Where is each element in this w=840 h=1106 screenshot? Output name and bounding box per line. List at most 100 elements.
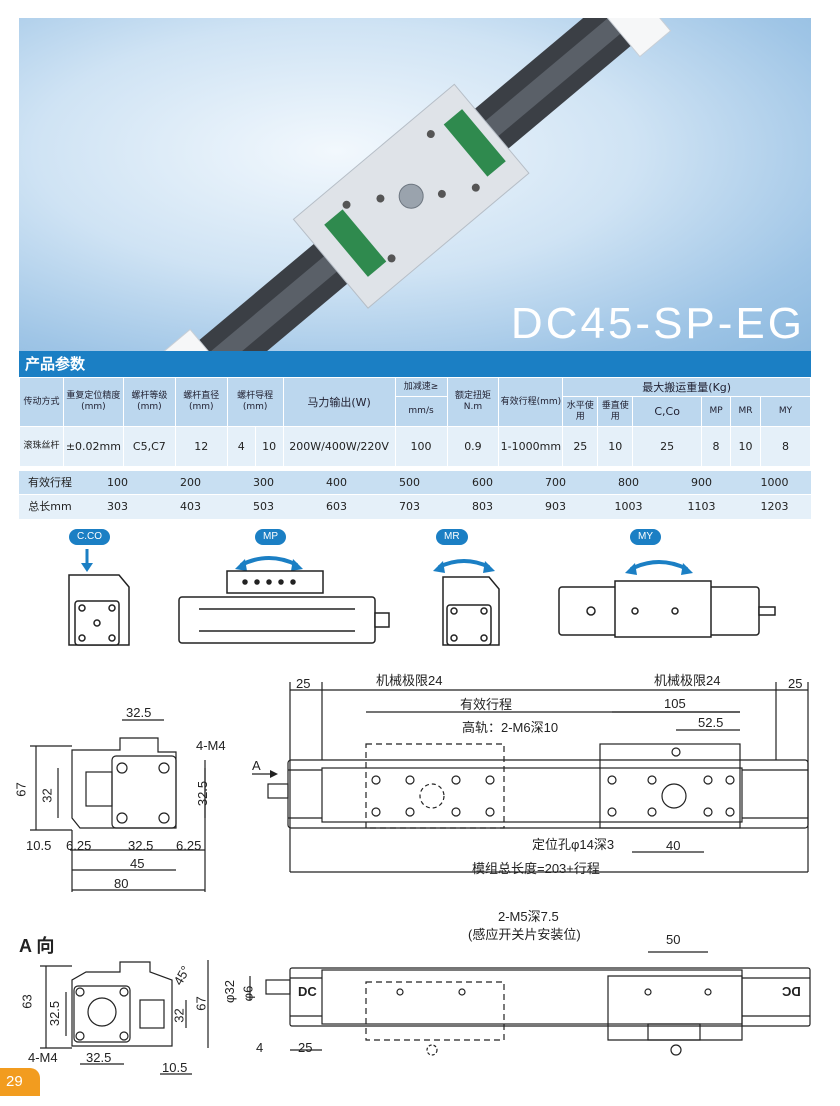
cell-cco: 25 xyxy=(632,426,703,467)
length-row-label: 总长mm xyxy=(28,500,72,513)
label-side-4-m4: 4-M4 xyxy=(196,738,226,753)
header-accel-unit: mm/s xyxy=(394,396,448,427)
cell-torque: 0.9 xyxy=(446,426,500,467)
dim-side-32-5-right: 32.5 xyxy=(195,780,211,807)
dim-side-6-25-right: 6.25 xyxy=(176,838,202,853)
length-cell: 303 xyxy=(107,500,128,513)
dim-side-80: 80 xyxy=(114,876,129,891)
cell-horizontal: 25 xyxy=(562,426,599,467)
cell-dia: 12 xyxy=(174,426,228,467)
header-load: 最大搬运重量(Kg) xyxy=(562,377,811,397)
dim-a-10-5: 10.5 xyxy=(162,1060,188,1075)
stroke-cell: 400 xyxy=(326,476,347,489)
cell-repeat: ±0.02mm xyxy=(62,426,124,467)
cell-motor: 200W/400W/220V xyxy=(282,426,396,467)
header-cco: C,Co xyxy=(632,396,703,427)
header-grade: 螺杆等级(mm) xyxy=(122,377,176,427)
label-front-sensor: (感应开关片安装位) xyxy=(468,927,581,942)
cell-stroke: 1-1000mm xyxy=(498,426,564,467)
end-cap-left xyxy=(158,328,243,351)
dim-top-52-5: 52.5 xyxy=(698,715,724,730)
label-a-4-m4: 4-M4 xyxy=(28,1050,58,1065)
label-front-m5: 2-M5深7.5 xyxy=(498,909,559,924)
dim-front-phi32: φ32 xyxy=(221,980,237,1003)
header-horizontal: 水平使用 xyxy=(562,396,599,427)
stroke-cell: 900 xyxy=(691,476,712,489)
dim-front-4: 4 xyxy=(256,1040,264,1055)
length-cell: 903 xyxy=(545,500,566,513)
product-model-name: DC45-SP-EG xyxy=(510,299,805,348)
dim-side-32-5-bottom: 32.5 xyxy=(128,838,154,853)
product-render xyxy=(158,18,672,351)
cell-grade: C5,C7 xyxy=(122,426,176,467)
dim-a-32-5: 32.5 xyxy=(47,1000,63,1027)
length-cell: 703 xyxy=(399,500,420,513)
dim-top-25-right: 25 xyxy=(788,676,803,691)
label-my: MY xyxy=(630,529,661,545)
spec-table: 传动方式 重复定位精度(mm) 螺杆等级(mm) 螺杆直径(mm) 螺杆导程(m… xyxy=(19,377,812,467)
label-front-dc-right: DC xyxy=(782,984,801,999)
length-cell: 403 xyxy=(180,500,201,513)
header-accel: 加减速≥ xyxy=(394,377,448,397)
stroke-cell: 700 xyxy=(545,476,566,489)
dim-top-105: 105 xyxy=(664,696,686,711)
cell-vertical: 10 xyxy=(597,426,634,467)
length-cell: 603 xyxy=(326,500,347,513)
label-mr: MR xyxy=(436,529,468,545)
label-total-length: 模组总长度=203+行程 xyxy=(472,861,600,876)
stroke-row-label: 有效行程 xyxy=(28,476,72,489)
label-mp: MP xyxy=(255,529,286,545)
dim-a-63: 63 xyxy=(19,994,35,1009)
dim-a-67: 67 xyxy=(193,996,209,1011)
stroke-cell: 600 xyxy=(472,476,493,489)
label-high-rail: 高轨：2-M6深10 xyxy=(462,720,559,735)
cell-my: 8 xyxy=(759,426,812,467)
header-repeat: 重复定位精度(mm) xyxy=(62,377,124,427)
label-front-dc-left: DC xyxy=(298,984,317,999)
length-cell: 1003 xyxy=(614,500,643,513)
load-icons-drawing xyxy=(68,549,776,646)
label-effective-stroke: 有效行程 xyxy=(460,697,513,712)
stroke-cell: 1000 xyxy=(760,476,789,489)
label-locate-hole: 定位孔φ14深3 xyxy=(532,837,615,852)
label-mech-limit-right: 机械极限24 xyxy=(654,673,721,688)
header-motor: 马力输出(W) xyxy=(282,377,396,427)
dim-front-25: 25 xyxy=(298,1040,313,1055)
header-dia: 螺杆直径(mm) xyxy=(174,377,228,427)
length-cell: 803 xyxy=(472,500,493,513)
section-title: 产品参数 xyxy=(19,351,811,377)
length-cell: 1103 xyxy=(687,500,716,513)
stroke-cell: 200 xyxy=(180,476,201,489)
dim-side-45: 45 xyxy=(130,856,145,871)
cell-mp: 8 xyxy=(701,426,732,467)
cell-accel: 100 xyxy=(394,426,448,467)
header-stroke: 有效行程(mm) xyxy=(498,377,564,427)
dim-side-67: 67 xyxy=(13,782,29,797)
label-cco: C.CO xyxy=(69,529,110,545)
header-mp: MP xyxy=(701,396,732,427)
dim-top-25-left: 25 xyxy=(296,676,311,691)
stroke-cell: 300 xyxy=(253,476,274,489)
end-cap-right xyxy=(587,18,672,58)
cell-lead2: 10 xyxy=(254,426,284,467)
dim-a-32: 32 xyxy=(171,1008,187,1023)
label-arrow-a: A xyxy=(252,758,261,773)
dim-front-50: 50 xyxy=(666,932,681,947)
dim-side-6-25-left: 6.25 xyxy=(66,838,92,853)
stroke-cell: 100 xyxy=(107,476,128,489)
dim-side-10-5: 10.5 xyxy=(26,838,52,853)
length-cell: 503 xyxy=(253,500,274,513)
header-torque: 额定扭矩N.m xyxy=(446,377,500,427)
header-lead: 螺杆导程(mm) xyxy=(226,377,284,427)
a-view-title: A 向 xyxy=(19,936,55,956)
stroke-cell: 500 xyxy=(399,476,420,489)
label-mech-limit-left: 机械极限24 xyxy=(376,673,443,688)
page-number: 29 xyxy=(0,1068,40,1096)
dim-front-phi6: φ6 xyxy=(240,985,256,1002)
header-mr: MR xyxy=(730,396,761,427)
dim-a-32-5-bottom: 32.5 xyxy=(86,1050,112,1065)
dim-top-40: 40 xyxy=(666,838,681,853)
load-direction-icons: C.CO MP MR MY xyxy=(19,525,811,655)
